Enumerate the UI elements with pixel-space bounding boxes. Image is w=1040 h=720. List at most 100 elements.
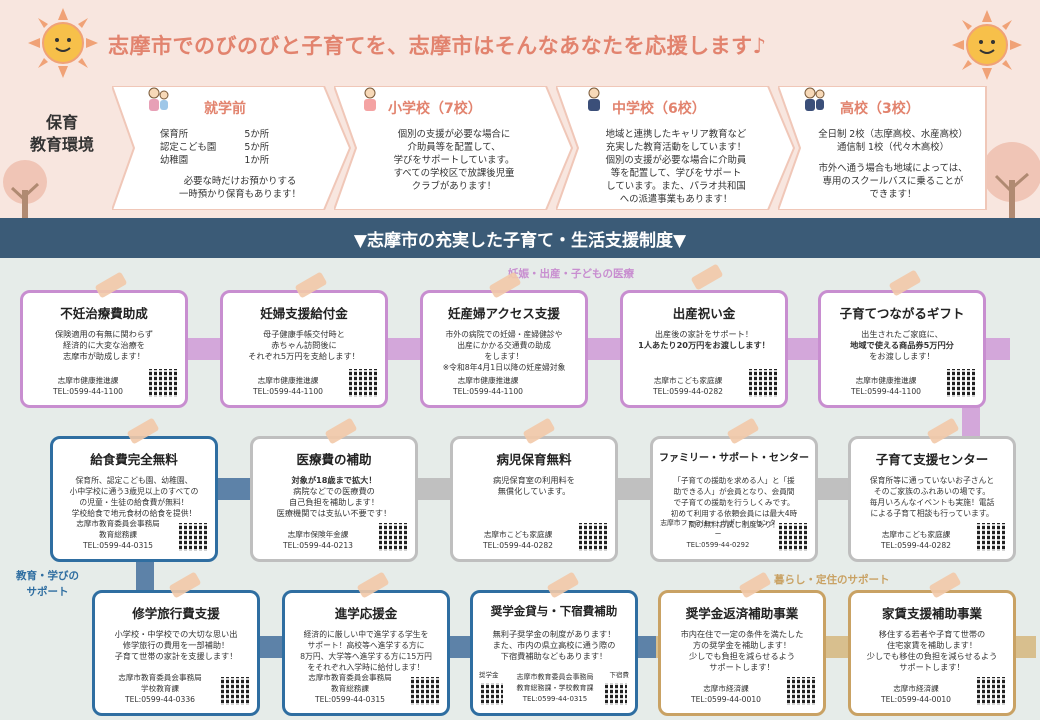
- qr-code-icon[interactable]: [221, 677, 249, 705]
- card-body: 病児保育室の利用料を無償化しています。: [493, 475, 575, 496]
- qr-label: 奨学金: [479, 671, 499, 679]
- qr-code-icon[interactable]: [605, 683, 627, 705]
- qr-code-icon[interactable]: [379, 523, 407, 551]
- card-title: 家賃支援補助事業: [881, 606, 982, 621]
- environment-label-line: 教育環境: [29, 135, 94, 154]
- card-medical: 医療費の補助 対象が18歳まで拡大！病院などでの医療費の自己負担を補助します！医…: [250, 436, 418, 562]
- stage-preschool: 就学前 保育所 5か所 認定こども園 5か所 幼稚園 1か所 必要な時だけお預か…: [112, 86, 352, 210]
- card-body: 市外の病院での妊婦・産婦健診や出産にかかる交通費の助成をします！※令和8年4月1…: [442, 330, 566, 372]
- qr-code-icon[interactable]: [779, 523, 807, 551]
- stage-high-school: 高校（3校） 全日制 2校（志摩高校、水産高校） 通信制 1校（代々木高校） 市…: [778, 86, 1004, 210]
- qr-code-icon[interactable]: [977, 677, 1005, 705]
- card-pregnancy-grant: 妊婦支援給付金 母子健康手帳交付時と赤ちゃん訪問後にそれぞれ5万円を支給します！…: [220, 290, 388, 408]
- qr-code-icon[interactable]: [977, 523, 1005, 551]
- card-title: 妊婦支援給付金: [260, 306, 348, 321]
- qr-code-icon[interactable]: [749, 369, 777, 397]
- qr-code-icon[interactable]: [411, 677, 439, 705]
- card-title: 子育て支援センター: [875, 452, 989, 467]
- qr-code-icon[interactable]: [579, 523, 607, 551]
- section-divider: ▼志摩市の充実した子育て・生活支援制度▼: [0, 218, 1040, 258]
- stage-text: 個別の支援が必要な場合に 介助員等を配置して、 学びをサポートしています。 すべ…: [393, 129, 515, 192]
- card-loan-repayment: 奨学金返済補助事業 市内在住で一定の条件を満たした方の奨学金を補助します！少しで…: [658, 590, 826, 716]
- card-support-center: 子育て支援センター 保育所等に通っていないお子さんとそのご家族のふれあいの場です…: [848, 436, 1016, 562]
- banner-title: 志摩市でのびのびと子育てを、志摩市はそんなあなたを応援します♪: [108, 34, 767, 58]
- qr-code-icon[interactable]: [787, 677, 815, 705]
- stage-junior-high: 中学校（6校） 地域と連携したキャリア教育など 充実した教育活動をしています！ …: [556, 86, 796, 210]
- child-icon: [588, 87, 600, 111]
- card-free-lunch: 給食費完全無料 保育所、認定こども園、幼稚園、小中学校に通う3歳児以上のすべての…: [50, 436, 218, 562]
- card-body: 出生されたご家庭に、地域で使える商品券5万円分をお渡しします！: [850, 329, 954, 361]
- stage-title: 中学校（6校）: [612, 101, 706, 117]
- stage-text: 全日制 2校（志摩高校、水産高校） 通信制 1校（代々木高校） 市外へ通う場合も…: [818, 129, 968, 200]
- card-title: 出産祝い金: [672, 306, 736, 321]
- card-body: 母子健康手帳交付時と赤ちゃん訪問後にそれぞれ5万円を支給します！: [248, 329, 360, 361]
- environment-label-line: 保育: [45, 113, 78, 132]
- qr-code-icon[interactable]: [149, 369, 177, 397]
- stage-title: 高校（3校）: [840, 101, 920, 117]
- card-title: 奨学金貸与・下宿費補助: [490, 604, 618, 618]
- card-body: 保育所、認定こども園、幼稚園、小中学校に通う3歳児以上のすべてのの児童・生徒の給…: [69, 476, 199, 518]
- card-title: 給食費完全無料: [90, 452, 178, 467]
- tree-icon: [982, 142, 1040, 218]
- card-title: 進学応援金: [334, 606, 398, 621]
- card-family-support: ファミリー・サポート・センター 「子育ての援助を求める人」と「援助できる人」が会…: [650, 436, 818, 562]
- education-label: 教育・学びの サポート: [16, 570, 79, 598]
- stage-title: 小学校（7校）: [388, 101, 482, 117]
- card-body: 保険適用の有無に関わらず経済的に大変な治療を志摩市が助成します！: [54, 329, 154, 361]
- child-icon: [804, 87, 825, 111]
- card-body: 「子育ての援助を求める人」と「援助できる人」が会員となり、会員間で子育ての援助を…: [670, 476, 798, 529]
- stage-title: 就学前: [204, 101, 246, 117]
- child-icon: [148, 87, 169, 111]
- stage-text: 地域と連携したキャリア教育など 充実した教育活動をしています！ 個別の支援が必要…: [605, 129, 747, 205]
- living-label: 暮らし・定住のサポート: [774, 574, 890, 586]
- card-scholarship: 奨学金貸与・下宿費補助 無利子奨学金の制度があります！また、市内の県立高校に通う…: [470, 590, 638, 716]
- card-rent-support: 家賃支援補助事業 移住する若者や子育て世帯の住宅家賃を補助します！少しでも移住の…: [848, 590, 1016, 716]
- card-birth-gift: 出産祝い金 出産後の家計をサポート！1人あたり20万円をお渡しします！ 志摩市こ…: [620, 290, 788, 408]
- card-title: 妊産婦アクセス支援: [448, 306, 560, 321]
- card-title: 奨学金返済補助事業: [685, 606, 799, 621]
- sun-icon: [28, 8, 98, 78]
- card-access-support: 妊産婦アクセス支援 市外の病院での妊婦・産婦健診や出産にかかる交通費の助成をしま…: [420, 290, 588, 408]
- card-title: 病児保育無料: [496, 452, 572, 467]
- stage-elementary: 小学校（7校） 個別の支援が必要な場合に 介助員等を配置して、 学びをサポートし…: [334, 86, 574, 210]
- qr-code-icon[interactable]: [947, 369, 975, 397]
- card-title: 修学旅行費支援: [132, 606, 220, 621]
- child-icon: [364, 87, 376, 111]
- qr-code-icon[interactable]: [481, 683, 503, 705]
- tree-icon: [3, 160, 47, 220]
- card-body: 出産後の家計をサポート！1人あたり20万円をお渡しします！: [638, 329, 770, 350]
- pregnancy-label: 妊娠・出産・子どもの医療: [508, 268, 634, 280]
- card-body: 無利子奨学金の制度があります！また、市内の県立高校に通う際の下宿費補助などもあり…: [492, 629, 616, 661]
- top-section: 志摩市でのびのびと子育てを、志摩市はそんなあなたを応援します♪ 保育 教育環境 …: [0, 0, 1040, 220]
- card-title: ファミリー・サポート・センター: [659, 453, 809, 464]
- sun-icon: [952, 10, 1022, 80]
- qr-label: 下宿費: [609, 671, 630, 679]
- card-body: 移住する若者や子育て世帯の住宅家賃を補助します！少しでも移住の負担を減らせるよう…: [866, 629, 998, 672]
- card-infertility: 不妊治療費助成 保険適用の有無に関わらず経済的に大変な治療を志摩市が助成します！…: [20, 290, 188, 408]
- card-body: 保育所等に通っていないお子さんとそのご家族のふれあいの場です。毎月いろんなイベン…: [869, 476, 995, 518]
- card-connect-gift: 子育てつながるギフト 出生されたご家庭に、地域で使える商品券5万円分をお渡ししま…: [818, 290, 986, 408]
- stage-text: 保育所 5か所 認定こども園 5か所 幼稚園 1か所 必要な時だけお預かりする …: [160, 129, 301, 200]
- qr-code-icon[interactable]: [349, 369, 377, 397]
- card-title: 不妊治療費助成: [60, 306, 148, 321]
- card-title: 医療費の補助: [296, 452, 372, 467]
- qr-code-icon[interactable]: [179, 523, 207, 551]
- card-title: 子育てつながるギフト: [839, 306, 965, 321]
